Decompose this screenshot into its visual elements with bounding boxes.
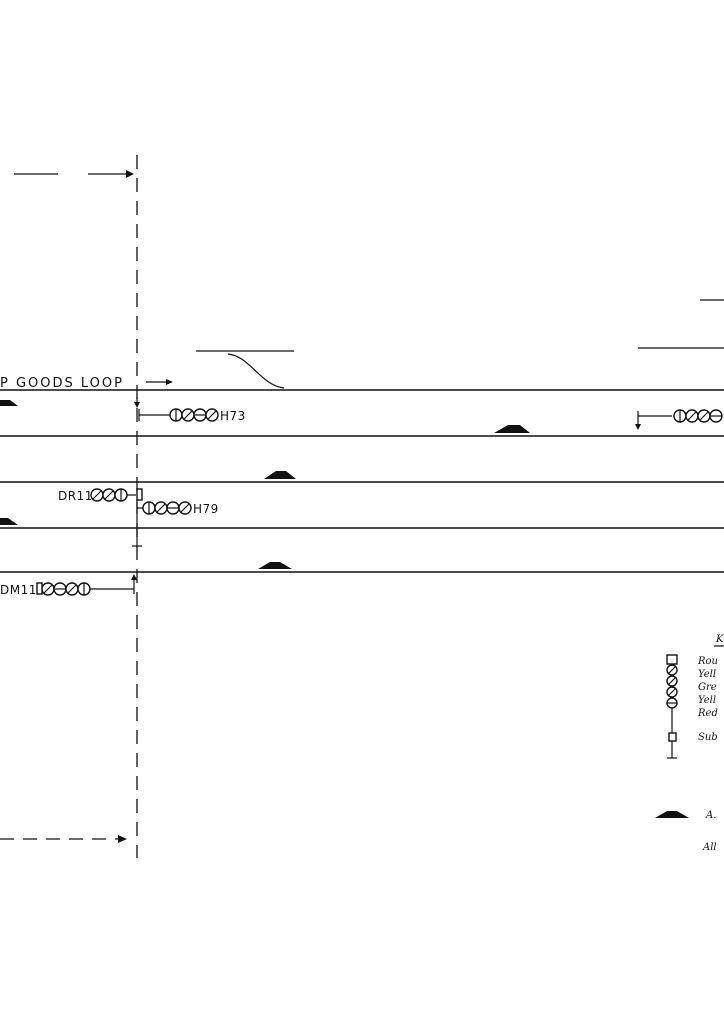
aws-pad-1 bbox=[0, 400, 18, 406]
aws-pads bbox=[0, 400, 530, 569]
signal-h73-label: H73 bbox=[220, 409, 246, 423]
aws-pad-2 bbox=[494, 425, 530, 433]
signal-h79-label: H79 bbox=[193, 502, 219, 516]
goods-loop-label: P GOODS LOOP bbox=[0, 376, 124, 391]
bottom-dimension-arrow bbox=[0, 835, 127, 843]
signal-h73: H73 bbox=[134, 397, 246, 423]
aws-pad-3 bbox=[264, 471, 296, 479]
signal-dr11: DR11 bbox=[58, 488, 143, 503]
legend-aws-label: A. bbox=[705, 810, 716, 821]
legend-item-6: Sub bbox=[698, 732, 718, 743]
aws-pad-4 bbox=[0, 518, 18, 525]
signal-right-edge bbox=[635, 409, 723, 430]
upper-reference-lines bbox=[196, 299, 724, 389]
signal-h79: H79 bbox=[132, 501, 219, 547]
legend-footer: All bbox=[702, 842, 717, 853]
legend-item-5: Red bbox=[697, 708, 718, 719]
legend-subsidiary-icon bbox=[668, 732, 677, 742]
legend-item-3: Gre bbox=[698, 682, 717, 693]
legend-route-indicator-icon bbox=[666, 654, 678, 665]
signal-dm11: DM11 bbox=[0, 574, 137, 597]
legend-item-2: Yell bbox=[698, 669, 716, 680]
legend-aws-pad-icon bbox=[655, 811, 689, 818]
top-dimension-arrow bbox=[14, 170, 134, 178]
aws-pad-5 bbox=[258, 562, 292, 569]
legend-key: K Rou Yell Gre Yell Red Sub A. All bbox=[655, 634, 724, 853]
goods-loop-arrow bbox=[146, 379, 173, 385]
track-lines bbox=[0, 389, 724, 573]
signal-dr11-label: DR11 bbox=[58, 489, 93, 503]
legend-title: K bbox=[715, 634, 724, 645]
legend-item-4: Yell bbox=[698, 695, 716, 706]
legend-item-1: Rou bbox=[697, 656, 718, 667]
signal-dm11-label: DM11 bbox=[0, 583, 37, 597]
